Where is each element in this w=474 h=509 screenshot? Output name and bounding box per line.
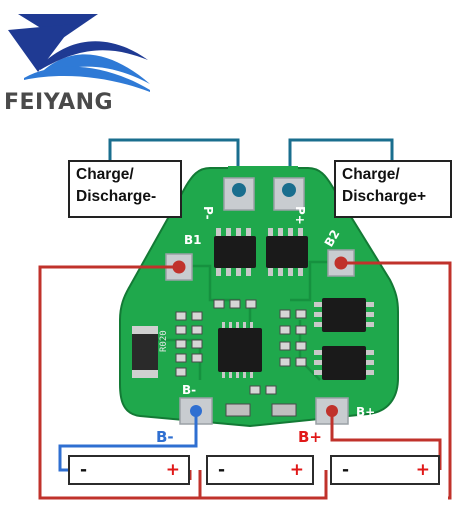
battery-1-plus: + [165,460,180,480]
p-plus-dot [282,183,296,197]
battery-cell-3: - + [330,455,440,485]
brand-name: FEIYANG [4,90,114,115]
callout-left-line2: Discharge- [76,188,157,205]
silk-b1: B1 [184,233,202,247]
battery-3-minus: - [342,460,350,480]
b2-wire-right [341,261,452,500]
battery-3-plus: + [415,460,430,480]
feiyang-logo-icon [8,14,150,92]
battery-2-minus: - [218,460,226,480]
callout-right-line2: Discharge+ [342,188,427,205]
p-minus-dot [232,183,246,197]
callout-charge-discharge-minus: Charge/ Discharge- [68,160,182,218]
b1-wire [38,265,328,500]
b1-wire-bottom [60,470,202,500]
shunt-resistor [132,326,158,378]
battery-2-plus: + [289,460,304,480]
battery-1-minus: - [80,460,88,480]
mosfet-chip-1 [214,228,256,276]
mosfet-chip-2 [266,228,308,276]
silk-p-minus: P- [201,206,215,220]
bms-pcb-board [119,166,399,428]
callout-right-line1: Charge/ [342,166,400,183]
smd-components [175,299,307,417]
callout-charge-discharge-plus: Charge/ Discharge+ [334,160,452,218]
p-plus-wire [288,138,394,184]
silk-b-minus: B- [182,383,196,397]
protection-ic [218,322,262,378]
battery-cell-2: - + [206,455,314,485]
silk-b-plus: B+ [356,405,375,419]
battery-cell-1: - + [68,455,190,485]
mosfet-chip-4 [314,346,374,380]
mosfet-chip-3 [314,298,374,332]
terminal-label-b-plus: B+ [298,428,323,446]
p-minus-wire [108,138,240,184]
resistor-marking: R020 [159,330,169,352]
b-minus-wire [58,411,198,472]
terminal-label-b-minus: B- [156,428,174,446]
callout-left-line1: Charge/ [76,166,134,183]
b-plus-wire [330,411,442,470]
silk-p-plus: P+ [293,206,307,225]
